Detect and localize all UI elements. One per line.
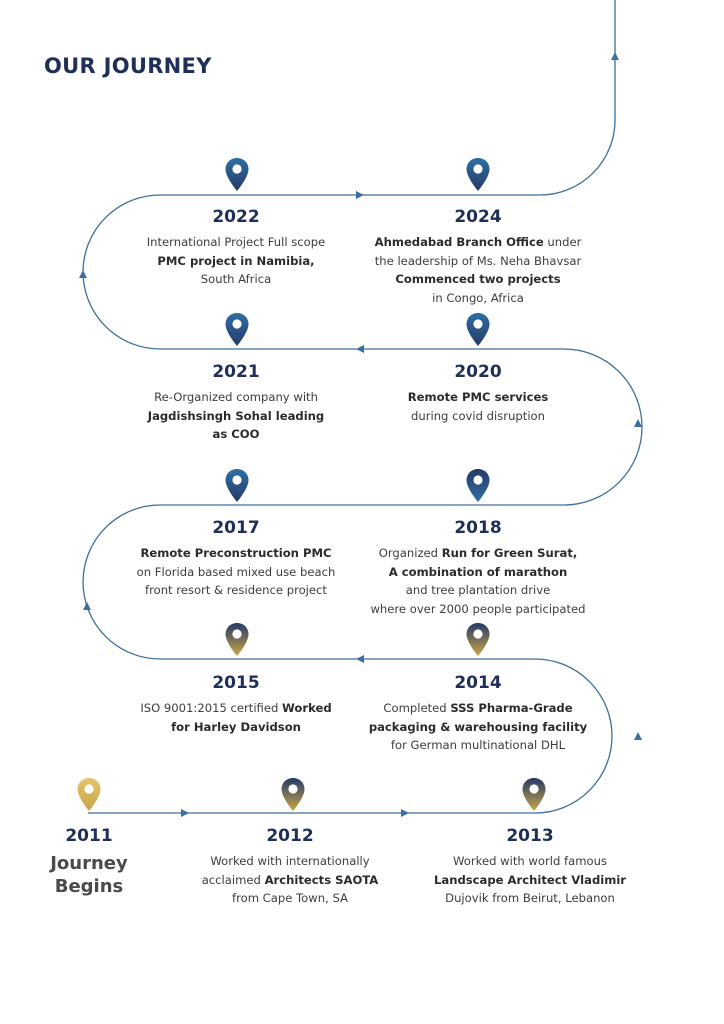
- milestone-description-line: for Harley Davidson: [171, 719, 301, 734]
- milestone-description-line: South Africa: [200, 272, 272, 286]
- milestone-description-line: Completed SSS Pharma-Grade: [383, 701, 573, 715]
- milestone-year: 2011: [65, 826, 113, 846]
- milestone-description-line: from Cape Town, SA: [232, 891, 348, 905]
- milestone-description-line: Ahmedabad Branch Office under: [374, 235, 582, 249]
- milestone-description-line: packaging & warehousing facility: [368, 719, 588, 734]
- location-pin-icon: [225, 158, 249, 191]
- location-pin-icon: [466, 623, 490, 656]
- milestone-description-line: Worked with world famous: [453, 854, 607, 868]
- milestone-2011: 2011 Journey Begins: [0, 826, 214, 898]
- milestone-description-line: and tree plantation drive: [405, 583, 551, 597]
- milestone-description-line: Dujovik from Beirut, Lebanon: [445, 891, 615, 905]
- location-pin-icon: [225, 623, 249, 656]
- milestone-description-line: A combination of marathon: [388, 564, 568, 579]
- journey-begins-line2: Begins: [54, 876, 124, 897]
- milestone-description-line: Organized Run for Green Surat,: [378, 546, 578, 560]
- milestone-description-line: for German multinational DHL: [390, 738, 566, 752]
- milestone-year: 2014: [454, 673, 502, 693]
- milestone-description-line: as COO: [212, 427, 260, 441]
- milestone-description-line: where over 2000 people participated: [370, 601, 586, 616]
- milestone-description-line: in Congo, Africa: [432, 290, 524, 305]
- milestone-description-line: International Project Full scope: [146, 235, 326, 249]
- location-pin-icon: [466, 469, 490, 502]
- milestone-description-line: Jagdishsingh Sohal leading: [147, 408, 325, 423]
- journey-begins-line1: Journey: [50, 853, 128, 874]
- milestone-description-line: Worked with internationally: [210, 854, 370, 868]
- milestone-year: 2015: [212, 673, 260, 693]
- milestone-description-line: Commenced two projects: [395, 272, 561, 286]
- milestone-description-line: Landscape Architect Vladimir: [433, 872, 627, 887]
- location-pin-icon: [225, 469, 249, 502]
- location-pin-icon: [281, 778, 305, 811]
- milestone-description-line: on Florida based mixed use beach: [136, 564, 336, 579]
- milestone-year: 2012: [266, 826, 314, 846]
- path-arrows: [79, 52, 642, 817]
- milestone-description-line: Remote Preconstruction PMC: [140, 546, 332, 560]
- location-pin-icon: [77, 778, 101, 811]
- location-pin-icon: [466, 158, 490, 191]
- milestone-description-line: Remote PMC services: [407, 390, 549, 404]
- milestone-description-line: Re-Organized company with: [154, 390, 318, 404]
- location-pin-icon: [225, 313, 249, 346]
- milestone-description-line: ISO 9001:2015 certified Worked: [140, 701, 332, 715]
- milestone-year: 2013: [506, 826, 554, 846]
- milestone-description-line: PMC project in Namibia,: [157, 253, 315, 268]
- milestone-description-line: the leadership of Ms. Neha Bhavsar: [374, 253, 582, 268]
- milestone-year: 2017: [212, 518, 260, 538]
- page-title: OUR JOURNEY: [44, 54, 212, 78]
- milestone-description-line: during covid disruption: [411, 408, 545, 423]
- milestone-description-line: acclaimed Architects SAOTA: [201, 872, 379, 887]
- location-pin-icon: [466, 313, 490, 346]
- milestone-year: 2020: [454, 362, 502, 382]
- milestone-year: 2021: [212, 362, 260, 382]
- milestone-year: 2024: [454, 207, 502, 227]
- location-pin-icon: [522, 778, 546, 811]
- milestone-year: 2022: [212, 207, 260, 227]
- milestone-year: 2018: [454, 518, 502, 538]
- milestone-description-line: front resort & residence project: [145, 583, 327, 597]
